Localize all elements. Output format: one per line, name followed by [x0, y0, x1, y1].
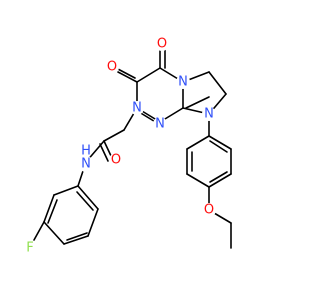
bond	[53, 185, 79, 196]
svg-text:N: N	[178, 75, 188, 90]
svg-text:N: N	[204, 107, 214, 122]
bond	[103, 140, 113, 159]
bond	[115, 67, 136, 79]
svg-text:N: N	[132, 101, 142, 116]
bond	[66, 232, 88, 241]
svg-text:O: O	[157, 37, 167, 52]
bond	[33, 221, 45, 241]
bond	[186, 135, 210, 150]
molecule-structure: O O N N N N O N H	[23, 36, 232, 256]
svg-text:F: F	[26, 241, 33, 256]
oxygen-atom-top: O	[155, 37, 169, 52]
bond	[103, 129, 125, 142]
bond	[76, 191, 94, 211]
bond	[208, 135, 232, 150]
oxygen-atom-amide: O	[109, 153, 123, 168]
nitrogen-atom-fused-top: N	[176, 75, 190, 90]
nitrogen-atom-pyrrolidine: N	[202, 107, 216, 122]
svg-text:N: N	[155, 117, 165, 132]
bond	[43, 221, 65, 245]
bond	[99, 143, 109, 162]
bond	[208, 71, 227, 95]
svg-text:O: O	[107, 60, 117, 75]
bond	[63, 235, 89, 245]
bond	[185, 96, 210, 109]
oxygen-atom-left: O	[105, 60, 119, 75]
svg-text:O: O	[111, 153, 121, 168]
bond	[87, 208, 99, 237]
atom-labels: O O N N N N O N H	[23, 37, 216, 256]
bond	[47, 199, 58, 224]
oxygen-atom-ether: O	[202, 203, 216, 218]
bond	[186, 173, 210, 188]
bond	[77, 185, 99, 210]
nitrogen-atom-amide: N H	[78, 144, 94, 172]
nitrogen-atom-ring-left: N	[130, 101, 144, 116]
svg-text:O: O	[204, 203, 214, 218]
bond	[209, 140, 228, 153]
fluorine-atom: F	[23, 241, 37, 256]
bond	[136, 67, 161, 83]
bond	[43, 194, 55, 223]
bond	[209, 171, 228, 183]
svg-text:N: N	[81, 157, 91, 172]
hydrogen-on-nitrogen: H	[81, 144, 91, 159]
nitrogen-atom-ring-bottom: N	[153, 117, 167, 132]
bonds	[33, 47, 232, 249]
bond	[208, 173, 232, 188]
bond	[117, 71, 138, 83]
